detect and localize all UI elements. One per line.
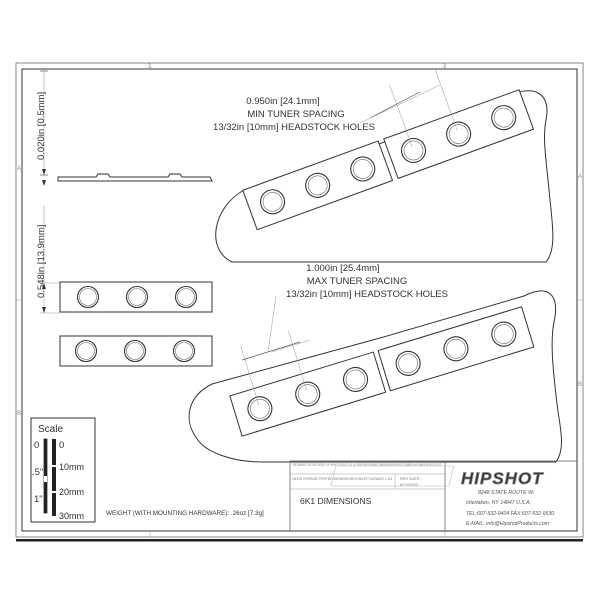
zone-left-a: A xyxy=(17,166,21,172)
scale-inch-half: .5" xyxy=(32,467,43,478)
front-view xyxy=(40,205,213,367)
zone-left-b: B xyxy=(17,411,21,417)
thickness-dimension: 0.020in [0.5mm] xyxy=(36,92,47,160)
rev-label: REV DATE: xyxy=(400,476,421,481)
side-view xyxy=(40,70,213,186)
width-dimension: 0.548in [13.9mm] xyxy=(36,225,47,298)
hipshot-logo xyxy=(330,465,455,487)
max-spacing-label: MAX TUNER SPACING xyxy=(307,276,407,287)
headstock-max-spacing xyxy=(188,290,563,463)
min-hole-size: 13/32in [10mm] HEADSTOCK HOLES xyxy=(213,122,375,133)
address-line-1: 8248 STATE ROUTE 96 xyxy=(478,490,534,496)
max-hole-size: 13/32in [10mm] HEADSTOCK HOLES xyxy=(286,289,448,300)
scale-mm-20: 20mm xyxy=(59,487,84,497)
scale-inch-0: 0 xyxy=(34,440,39,451)
headstock-min-spacing xyxy=(215,68,554,263)
scale-box xyxy=(30,417,96,523)
phone-fax: TEL:607-532-9404 FAX:607-532-9530 xyxy=(466,511,554,517)
company-email: E-MAIL: info@HipshotProducts.com xyxy=(466,521,550,527)
zone-top-2: 2 xyxy=(443,64,447,70)
rev-date: 6/13/2020 xyxy=(400,482,419,487)
tolerance-note: UNLESS OTHERWISE SPECIFIED DIMENSIONS AR… xyxy=(292,476,392,481)
zone-right-a: A xyxy=(578,174,582,180)
scale-mm-0: 0 xyxy=(59,440,64,451)
title-block xyxy=(289,460,577,531)
weight-note: WEIGHT (WITH MOUNTING HARDWARE): .26oz [… xyxy=(106,510,264,517)
ownership-notice: THIS DRAWING IS THE SOLE PROPERTY OF HIP… xyxy=(292,462,442,467)
scale-inch-1: 1" xyxy=(34,494,43,505)
min-spacing-dim: 0.950in [24.1mm] xyxy=(246,96,319,107)
scale-title: Scale xyxy=(38,424,63,435)
headstock-outline-min xyxy=(215,90,554,263)
zone-right-b: B xyxy=(578,382,582,388)
company-logo: HIPSHOT xyxy=(461,469,544,488)
bottom-rule xyxy=(16,539,583,542)
scale-legend xyxy=(30,417,96,523)
scale-mm-30: 30mm xyxy=(59,511,84,521)
part-title: 6K1 DIMENSIONS xyxy=(300,496,372,506)
zone-top-1: 1 xyxy=(148,64,152,70)
address-line-2: Interlaken, NY 14847 U.S.A. xyxy=(466,500,531,506)
max-spacing-dim: 1.000in [25.4mm] xyxy=(306,263,379,274)
scale-mm-10: 10mm xyxy=(59,462,84,472)
headstock-outline-max xyxy=(188,290,563,463)
min-spacing-label: MIN TUNER SPACING xyxy=(247,109,344,120)
side-profile xyxy=(57,173,213,182)
